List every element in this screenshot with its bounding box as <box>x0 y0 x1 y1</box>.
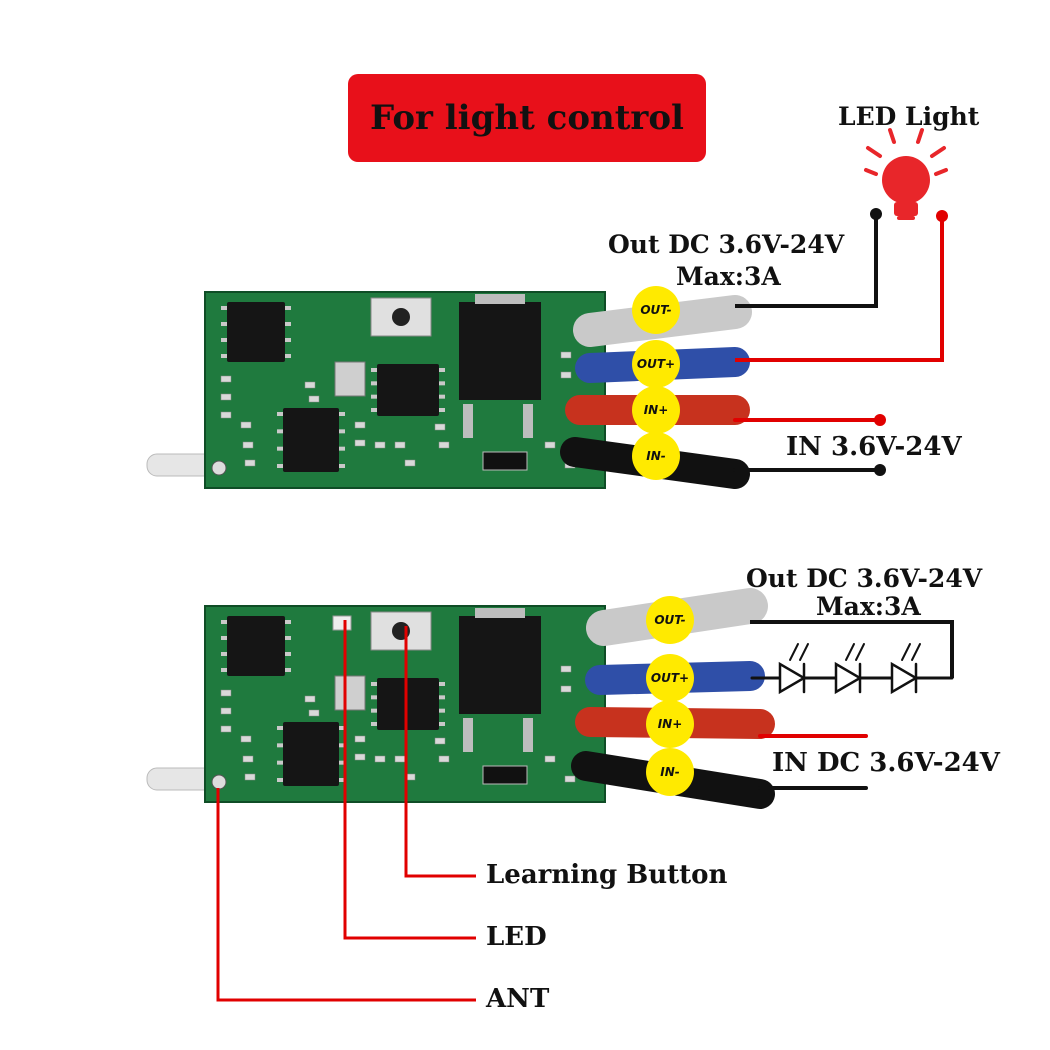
title-banner: For light control <box>348 74 706 162</box>
top-in-voltage-label: IN 3.6V-24V <box>786 432 962 462</box>
top-out-max-label: Max:3A <box>676 262 781 291</box>
out-minus-line <box>750 620 954 678</box>
out-plus-line <box>735 216 944 362</box>
bulb-ray <box>934 168 948 176</box>
ant-callout: ANT <box>486 984 550 1014</box>
top-badge-out-plus: OUT+ <box>632 340 680 388</box>
led-ray <box>901 643 911 661</box>
diode <box>482 451 528 471</box>
bottom-out-voltage-label: Out DC 3.6V-24V <box>746 564 983 593</box>
led-bulb-icon <box>882 156 930 204</box>
button-knob <box>392 308 410 326</box>
led-ray <box>855 643 865 661</box>
antenna-pad <box>211 460 227 476</box>
top-badge-in-minus: IN- <box>632 432 680 480</box>
bottom-badge-in-minus: IN- <box>646 748 694 796</box>
top-badge-in-plus: IN+ <box>632 386 680 434</box>
led-ray <box>789 643 799 661</box>
ic-chip <box>227 616 285 676</box>
ant-callout-line <box>216 788 476 1002</box>
top-out-voltage-label: Out DC 3.6V-24V <box>608 230 845 259</box>
banner-text: For light control <box>370 98 684 138</box>
out-minus-line <box>735 214 878 308</box>
ic-chip <box>283 408 339 472</box>
top-badge-out-minus: OUT- <box>632 286 680 334</box>
led-symbol-icon <box>834 661 863 695</box>
led-indicator <box>332 615 352 631</box>
ic-chip <box>227 302 285 362</box>
bulb-ray <box>864 168 878 176</box>
mosfet <box>459 616 541 714</box>
bottom-badge-out-plus: OUT+ <box>646 654 694 702</box>
mosfet <box>459 302 541 400</box>
bottom-badge-out-minus: OUT- <box>646 596 694 644</box>
led-symbol-icon <box>890 661 919 695</box>
crystal <box>334 361 366 397</box>
led-callout-line <box>343 620 476 940</box>
ic-chip <box>377 678 439 730</box>
bottom-badge-in-plus: IN+ <box>646 700 694 748</box>
learning-button-callout: Learning Button <box>486 860 728 890</box>
bottom-in-voltage-label: IN DC 3.6V-24V <box>772 748 1000 778</box>
led-ray <box>799 643 809 661</box>
bulb-ray <box>888 128 896 144</box>
bulb-ray <box>930 146 946 158</box>
antenna-pad <box>211 774 227 790</box>
learning-button-callout-line <box>404 626 476 878</box>
crystal <box>334 675 366 711</box>
ic-chip <box>283 722 339 786</box>
ic-chip <box>377 364 439 416</box>
led-callout: LED <box>486 922 547 952</box>
bulb-ray <box>916 128 924 144</box>
led-light-label: LED Light <box>838 102 980 131</box>
led-symbol-icon <box>778 661 807 695</box>
led-ray <box>845 643 855 661</box>
bulb-ray <box>866 146 882 158</box>
diode <box>482 765 528 785</box>
led-ray <box>911 643 921 661</box>
bottom-out-max-label: Max:3A <box>816 592 921 621</box>
